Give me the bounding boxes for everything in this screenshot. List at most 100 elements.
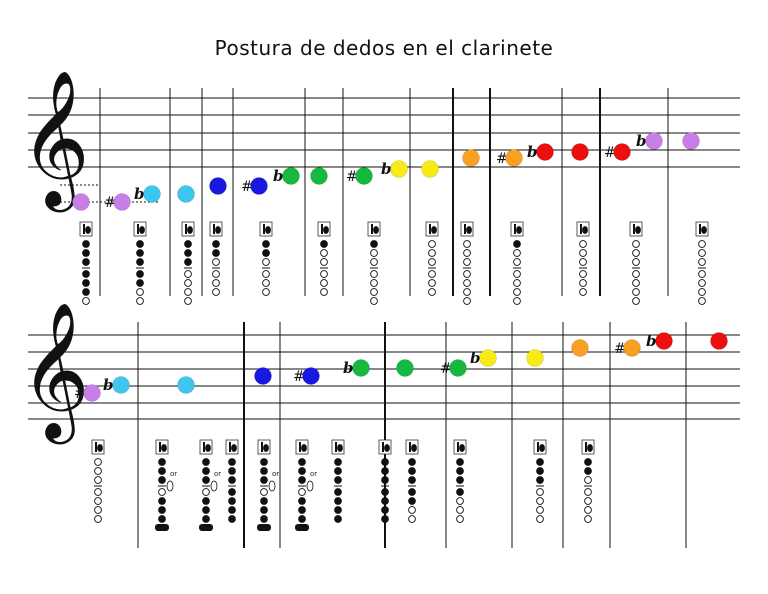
open-hole	[584, 515, 592, 523]
closed-hole	[158, 467, 166, 475]
fingering-diagram	[209, 221, 223, 296]
side-key	[306, 480, 314, 492]
closed-hole	[82, 258, 90, 266]
closed-hole	[334, 458, 342, 466]
fingering-diagram	[367, 221, 381, 305]
open-hole	[428, 279, 436, 287]
note-green	[310, 167, 328, 185]
open-hole	[184, 297, 192, 305]
closed-hole	[381, 458, 389, 466]
open-hole	[408, 515, 416, 523]
closed-hole	[408, 458, 416, 466]
thumb-hole	[263, 444, 269, 452]
open-hole	[262, 279, 270, 287]
open-hole	[632, 270, 640, 278]
open-hole	[94, 515, 102, 523]
open-hole	[262, 258, 270, 266]
closed-hole	[536, 458, 544, 466]
flat-sign: b	[273, 167, 284, 185]
closed-hole	[228, 506, 236, 514]
open-hole	[579, 258, 587, 266]
note-green	[355, 167, 373, 185]
closed-hole	[456, 476, 464, 484]
open-hole	[579, 249, 587, 257]
open-hole	[212, 258, 220, 266]
side-key	[268, 480, 276, 492]
closed-hole	[334, 515, 342, 523]
closed-hole	[536, 476, 544, 484]
thumb-hole	[635, 226, 641, 234]
note-green	[449, 359, 467, 377]
thumb-hole	[384, 444, 390, 452]
closed-hole	[202, 467, 210, 475]
open-hole	[536, 515, 544, 523]
thumb-hole	[215, 226, 221, 234]
open-hole	[408, 506, 416, 514]
fingering-diagram	[133, 221, 147, 305]
open-hole	[632, 258, 640, 266]
closed-hole	[82, 288, 90, 296]
open-hole	[579, 288, 587, 296]
or-label: or	[214, 470, 221, 478]
closed-hole	[228, 467, 236, 475]
thumb-hole	[587, 444, 593, 452]
note-cyan	[177, 376, 195, 394]
fingering-diagram	[181, 221, 195, 305]
note-green	[396, 359, 414, 377]
thumb-hole	[97, 444, 103, 452]
note-yellow	[479, 349, 497, 367]
thumb-hole	[323, 226, 329, 234]
closed-hole	[184, 258, 192, 266]
sharp-sign: #	[293, 369, 305, 385]
closed-hole	[334, 476, 342, 484]
closed-hole	[260, 467, 268, 475]
fingering-diagram	[533, 439, 547, 523]
open-hole	[94, 488, 102, 496]
open-hole	[428, 258, 436, 266]
or-label: or	[272, 470, 279, 478]
closed-hole	[408, 476, 416, 484]
thumb-hole	[301, 444, 307, 452]
low-key	[155, 524, 169, 531]
note-cyan	[177, 185, 195, 203]
open-hole	[463, 297, 471, 305]
treble-clef: 𝄞	[20, 68, 90, 212]
open-hole	[579, 279, 587, 287]
open-hole	[698, 270, 706, 278]
treble-clef: 𝄞	[20, 300, 90, 444]
note-purple	[83, 384, 101, 402]
open-hole	[513, 297, 521, 305]
note-purple	[113, 193, 131, 211]
open-hole	[136, 297, 144, 305]
open-hole	[513, 270, 521, 278]
sharp-sign: #	[440, 361, 452, 377]
closed-hole	[456, 467, 464, 475]
closed-hole	[136, 249, 144, 257]
open-hole	[320, 270, 328, 278]
closed-hole	[408, 497, 416, 505]
note-blue	[250, 177, 268, 195]
closed-hole	[228, 458, 236, 466]
closed-hole	[584, 458, 592, 466]
open-hole	[184, 270, 192, 278]
closed-hole	[456, 488, 464, 496]
open-hole	[184, 288, 192, 296]
or-label: or	[170, 470, 177, 478]
closed-hole	[260, 458, 268, 466]
thumb-hole	[85, 226, 91, 234]
note-blue	[209, 177, 227, 195]
closed-hole	[334, 488, 342, 496]
open-hole	[513, 258, 521, 266]
closed-hole	[262, 240, 270, 248]
open-hole	[262, 288, 270, 296]
open-hole	[94, 506, 102, 514]
open-hole	[698, 288, 706, 296]
open-hole	[94, 497, 102, 505]
note-red	[710, 332, 728, 350]
open-hole	[184, 279, 192, 287]
note-cyan	[143, 185, 161, 203]
closed-hole	[158, 497, 166, 505]
open-hole	[456, 506, 464, 514]
note-yellow	[421, 160, 439, 178]
open-hole	[136, 288, 144, 296]
